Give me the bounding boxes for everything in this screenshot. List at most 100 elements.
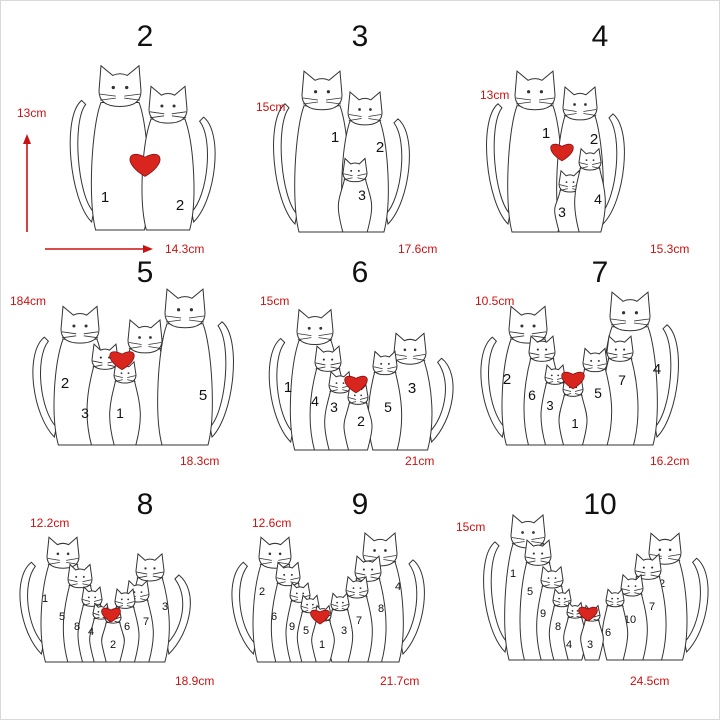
cat-head (275, 561, 301, 587)
cat-eye (554, 577, 557, 580)
cat-eye (590, 359, 593, 362)
width-dimension: 24.5cm (630, 674, 670, 688)
cat-eye (335, 382, 338, 385)
cat-tail (32, 336, 57, 439)
cat-eye (387, 362, 390, 365)
cat-whiskers (346, 590, 368, 598)
height-dimension: 10.5cm (475, 294, 515, 308)
panel-title: 8 (136, 488, 154, 521)
cat-whiskers (607, 352, 633, 360)
cat-tail (209, 321, 234, 439)
panel-title: 7 (591, 256, 609, 289)
cat-whiskers (165, 315, 205, 323)
cat-eye (56, 552, 60, 556)
cat-number: 6 (605, 627, 611, 639)
cat-tail (654, 324, 679, 439)
cat-eye (642, 566, 645, 569)
cat-eye (668, 548, 672, 552)
cat-figure: 1 (273, 70, 350, 233)
cat-number: 4 (88, 626, 94, 638)
cat-tail (486, 103, 511, 226)
cat-number: 3 (341, 625, 347, 637)
cat-family-artwork: 1 23 (273, 70, 410, 233)
cat-tail (268, 337, 294, 444)
cat-head (314, 345, 342, 372)
cat-tail (400, 559, 425, 656)
cat-whiskers (128, 342, 162, 349)
cat-whiskers (61, 331, 99, 339)
cat-eye (521, 531, 524, 534)
cat-number: 1 (319, 639, 325, 651)
cat-number: 5 (303, 625, 309, 637)
cat-eye (358, 108, 361, 111)
cat-number: 8 (555, 621, 561, 633)
width-dimension: 14.3cm (165, 242, 205, 256)
cat-eye (584, 103, 587, 106)
cat-head (60, 305, 100, 344)
cat-eye (371, 568, 374, 571)
width-dimension: 21.7cm (380, 674, 420, 688)
cat-head (301, 70, 343, 111)
cat-number: 7 (143, 616, 149, 628)
cat-whiskers (115, 601, 135, 608)
height-dimension: 12.2cm (30, 516, 70, 530)
cat-whiskers (93, 612, 109, 620)
cat-whiskers (343, 173, 367, 181)
cat-number: 9 (289, 621, 295, 633)
cat-whiskers (606, 599, 624, 607)
cat-eye (353, 394, 356, 397)
cat-figure: 2 (32, 305, 107, 446)
cat-eye (539, 90, 543, 94)
cat-eye (72, 324, 76, 328)
cat-figure: 3 (337, 157, 373, 233)
cat-number: 3 (546, 398, 553, 413)
cat-head (510, 513, 546, 549)
cat-number: 3 (587, 639, 593, 651)
cat-eye (597, 359, 600, 362)
height-dimension: 13cm (17, 106, 47, 120)
cat-eye (189, 308, 193, 312)
cat-number: 5 (594, 385, 602, 401)
cat-number: 2 (376, 139, 384, 156)
cat-whiskers (559, 184, 581, 192)
cat-eye (149, 336, 152, 339)
cat-eye (558, 597, 561, 600)
cat-eye (359, 587, 362, 590)
cat-number: 7 (356, 615, 362, 627)
cat-whiskers (68, 579, 92, 587)
cat-eye (311, 603, 314, 606)
cat-eye (360, 394, 363, 397)
cat-whiskers (563, 109, 597, 116)
cat-head (46, 536, 80, 569)
cat-whiskers (149, 111, 187, 119)
cat-number: 3 (558, 204, 566, 220)
cat-head (514, 70, 556, 111)
cat-number: 2 (357, 413, 365, 429)
cat-head (127, 318, 163, 354)
cat-whiskers (525, 556, 551, 564)
cat-eye (527, 90, 531, 94)
cat-head (540, 565, 564, 589)
cat-whiskers (331, 603, 349, 611)
width-dimension: 17.6cm (398, 242, 438, 256)
cat-eye (634, 585, 637, 588)
cat-whiskers (583, 363, 607, 371)
width-dimension: 18.9cm (175, 674, 215, 688)
heart-icon (129, 153, 161, 177)
cat-whiskers (394, 353, 426, 361)
cat-head (606, 335, 634, 362)
cat-head (528, 335, 556, 362)
cat-tail (69, 99, 95, 224)
heart-icon (561, 371, 585, 390)
cat-eye (82, 575, 85, 578)
cat-whiskers (99, 93, 141, 101)
cat-eye (319, 326, 323, 330)
cat-eye (565, 181, 568, 184)
cat-eye (532, 552, 535, 555)
cat-body (311, 616, 335, 663)
cat-eye (177, 308, 181, 312)
